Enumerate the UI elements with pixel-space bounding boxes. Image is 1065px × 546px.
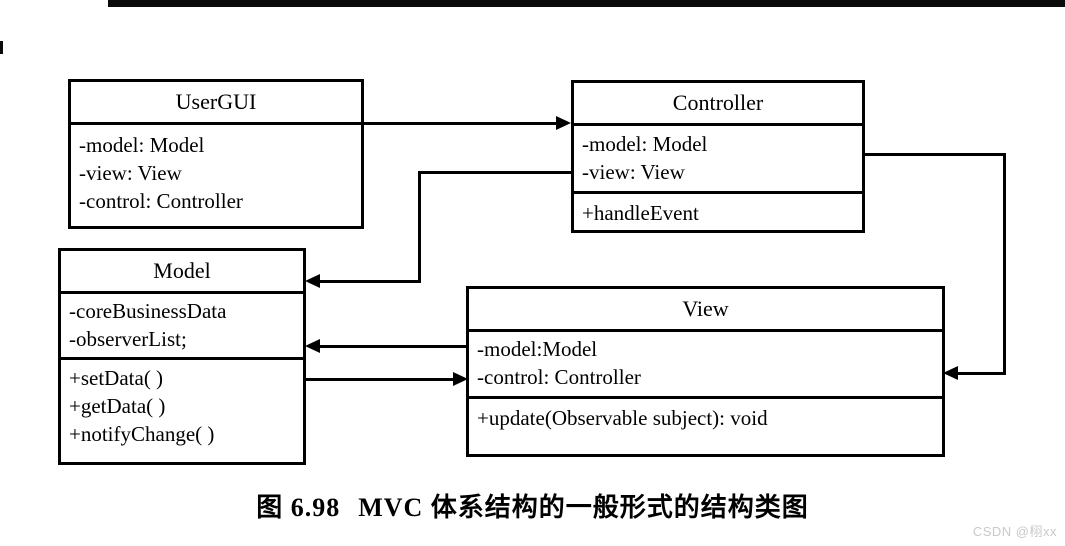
arrowhead-controller-to-model [305, 274, 320, 288]
class-operations-view: +update(Observable subject): void [469, 399, 942, 439]
figure-caption-text: MVC 体系结构的一般形式的结构类图 [358, 493, 809, 522]
connector-controller-view-vertical [1003, 153, 1006, 375]
class-operation: +setData( ) [69, 365, 164, 390]
figure-caption: 图 6.98 MVC 体系结构的一般形式的结构类图 [0, 487, 1065, 524]
class-attribute: -model: Model [79, 133, 205, 158]
arrowhead-view-to-model [305, 339, 320, 353]
watermark: CSDN @栩xx [972, 524, 1057, 539]
class-operation: +update(Observable subject): void [477, 405, 768, 430]
arrowhead-controller-to-view [943, 366, 958, 380]
class-attribute: -model:Model [477, 337, 598, 362]
class-operation: +notifyChange( ) [69, 421, 215, 446]
class-operations-model: +setData( ) +getData( ) +notifyChange( ) [61, 360, 303, 455]
connector-controller-model-top [418, 171, 573, 174]
class-name-model: Model [61, 251, 303, 295]
figure-number: 图 6.98 [256, 493, 341, 522]
class-attribute: -control: Controller [79, 188, 243, 213]
class-box-controller[interactable]: Controller -model: Model -view: View +ha… [571, 80, 865, 233]
arrowhead-usergui-to-controller [556, 116, 571, 130]
scan-artifact-top-bar [108, 0, 1065, 7]
class-operation: +handleEvent [582, 200, 699, 225]
class-operations-controller: +handleEvent [574, 194, 862, 234]
connector-model-view [304, 378, 461, 381]
class-attribute: -model: Model [582, 132, 708, 157]
class-name-controller: Controller [574, 83, 862, 127]
class-attributes-controller: -model: Model -view: View [574, 126, 862, 194]
connector-usergui-controller [364, 122, 559, 125]
scan-artifact-left-mark [0, 41, 3, 54]
class-attribute: -view: View [582, 160, 685, 185]
class-attributes-model: -coreBusinessData -observerList; [61, 294, 303, 360]
class-attributes-usergui: -model: Model -view: View -control: Cont… [71, 125, 361, 222]
arrowhead-model-to-view [453, 372, 468, 386]
class-box-model[interactable]: Model -coreBusinessData -observerList; +… [58, 248, 306, 465]
connector-controller-model-bottom [320, 280, 421, 283]
class-operation: +getData( ) [69, 393, 166, 418]
connector-controller-view-bottom [958, 372, 1006, 375]
class-attribute: -view: View [79, 161, 182, 186]
class-attribute: -control: Controller [477, 365, 641, 390]
class-attributes-view: -model:Model -control: Controller [469, 332, 942, 399]
class-box-usergui[interactable]: UserGUI -model: Model -view: View -contr… [68, 79, 364, 229]
class-attribute: -observerList; [69, 327, 187, 352]
class-name-view: View [469, 289, 942, 333]
class-box-view[interactable]: View -model:Model -control: Controller +… [466, 286, 945, 457]
class-name-usergui: UserGUI [71, 82, 361, 126]
class-attribute: -coreBusinessData [69, 299, 227, 324]
connector-controller-model-vertical [418, 171, 421, 283]
connector-controller-view-top [863, 153, 1006, 156]
connector-view-model [320, 345, 468, 348]
